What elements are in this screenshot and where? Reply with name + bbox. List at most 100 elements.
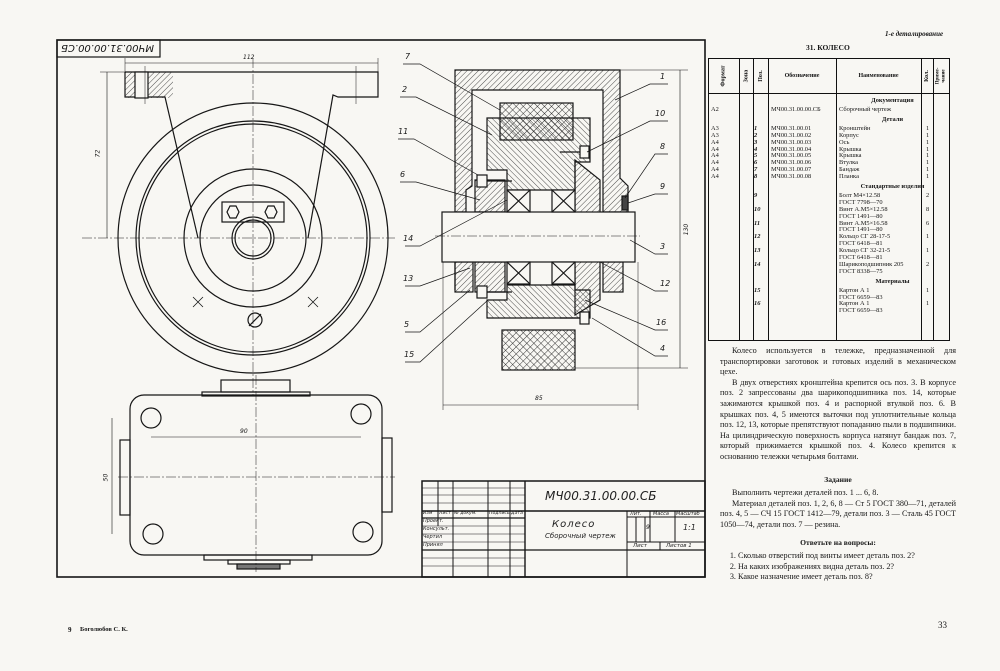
spec-pos: 4 <box>754 145 758 153</box>
callout-14: 14 <box>403 234 414 243</box>
front-view <box>82 58 395 395</box>
spec-qty: 1 <box>926 131 930 139</box>
callout-6: 6 <box>400 170 406 179</box>
tb-role-label: Консульт. <box>423 526 450 532</box>
spec-format: А2 <box>711 106 719 113</box>
plan-view <box>111 375 395 572</box>
callout-1: 1 <box>660 72 666 81</box>
hdr-note: Приме-чание <box>935 67 946 85</box>
tb-col-label: Дата <box>511 511 523 516</box>
callout-4: 4 <box>660 344 666 353</box>
callout-10: 10 <box>655 109 666 118</box>
spec-designation: МЧ00.31.00.07 <box>771 166 812 174</box>
task-line-1: Выполнить чертежи деталей поз. 1 ... 6, … <box>732 488 879 498</box>
spec-designation: МЧ00.31.00.05 <box>771 152 812 160</box>
spec-name: Кронштейн <box>839 124 871 132</box>
hdr-name: Наименование <box>858 73 899 79</box>
spec-qty: 1 <box>926 247 930 255</box>
spec-name: ГОСТ 8338—75 <box>839 267 883 275</box>
hdr-qty: Кол. <box>924 70 930 82</box>
task-line-2: Материал деталей поз. 1, 2, 6, 8 — Ст 5 … <box>720 498 956 529</box>
callout-11: 11 <box>398 127 409 136</box>
hdr-pos: Поз. <box>757 70 764 82</box>
spec-name: Кольцо СГ 32-21-5 <box>839 247 891 255</box>
spec-format: А4 <box>711 173 719 181</box>
spec-row: ГОСТ 6418—81 <box>709 254 949 262</box>
spec-designation: МЧ00.31.00.02 <box>771 131 812 139</box>
spec-qty: 1 <box>926 124 930 132</box>
spec-qty: 8 <box>926 205 930 213</box>
spec-pos: 13 <box>754 247 761 255</box>
spec-name: Картон А 1 <box>839 286 870 294</box>
spec-name: ГОСТ 1491—80 <box>839 226 883 234</box>
spec-pos: 12 <box>754 233 761 241</box>
hdr-zone: Зона <box>743 69 749 83</box>
spec-pos: 8 <box>754 173 758 181</box>
spec-qty: 1 <box>926 145 930 153</box>
task-heading: Задание <box>824 474 852 484</box>
spec-pos: 5 <box>754 152 758 160</box>
spec-row: ГОСТ 1491—80 <box>709 212 949 221</box>
spec-pos: 2 <box>754 131 758 139</box>
tb-designation: МЧ00.31.00.00.СБ <box>545 489 657 503</box>
spec-format: А3 <box>711 124 719 132</box>
footer-author: Боголюбов С. К. <box>80 626 128 633</box>
spec-qty: 2 <box>926 192 930 200</box>
tb-sheets: Листов 1 <box>666 543 692 549</box>
spec-name: ГОСТ 6659—83 <box>839 293 883 301</box>
tb-mass: Масса <box>653 511 669 517</box>
spec-designation: МЧ00.31.00.04 <box>771 145 812 153</box>
spec-name: ГОСТ 6659—83 <box>839 307 883 315</box>
spec-pos: 6 <box>754 159 758 167</box>
spec-qty: 2 <box>926 260 930 268</box>
spec-name: Сборочный чертеж <box>839 106 892 113</box>
plate <box>221 201 285 223</box>
questions-heading: Ответьте на вопросы: <box>800 537 876 547</box>
tb-scale: 1:1 <box>683 523 696 532</box>
dim-50: 50 <box>102 473 110 482</box>
spec-pos: 15 <box>754 286 761 294</box>
spec-format: А4 <box>711 138 719 146</box>
spec-qty: 1 <box>926 152 930 160</box>
spec-name: Крышка <box>839 152 862 160</box>
dim-130: 130 <box>683 223 691 236</box>
spec-name: Бандаж <box>839 166 860 174</box>
section-view <box>398 63 688 410</box>
spec-designation: МЧ00.31.00.08 <box>771 173 812 181</box>
callout-7: 7 <box>405 52 411 61</box>
spec-pos: 14 <box>754 260 761 268</box>
page-number: 33 <box>938 620 947 630</box>
spec-row: А4 8 МЧ00.31.00.08 Планка 1 <box>709 173 949 181</box>
spec-name: Корпус <box>839 131 859 139</box>
spec-name: Винт А.М5×12.58 <box>839 205 888 213</box>
description-paragraph-1: Колесо используется в тележке, предназна… <box>720 346 956 377</box>
tb-col-label: Изм <box>423 511 433 516</box>
spec-pos: 1 <box>754 124 758 132</box>
spec-qty: 1 <box>926 166 930 174</box>
spec-name: Ось <box>839 138 850 146</box>
spec-designation: МЧ00.31.00.01 <box>771 124 812 132</box>
bandage-bottom <box>501 329 576 371</box>
footer-number: 9 <box>68 626 72 634</box>
spec-name: ГОСТ 1491—80 <box>839 212 883 220</box>
spec-qty: 1 <box>926 173 930 181</box>
spec-name: Планка <box>839 173 859 181</box>
question-3: Какое назначение имеет деталь поз. 8? <box>738 572 956 583</box>
tb-col-label: Лист <box>439 511 451 516</box>
rotated-stamp: МЧ00.31.00.00.СБ <box>61 42 154 53</box>
spec-header: Формат Зона Поз. Обозначение Наименовани… <box>709 59 949 94</box>
callout-2: 2 <box>402 85 408 94</box>
tb-lit-value: 9 <box>646 524 650 531</box>
question-2: На каких изображениях видна деталь поз. … <box>738 562 956 573</box>
screw-head <box>247 312 263 328</box>
